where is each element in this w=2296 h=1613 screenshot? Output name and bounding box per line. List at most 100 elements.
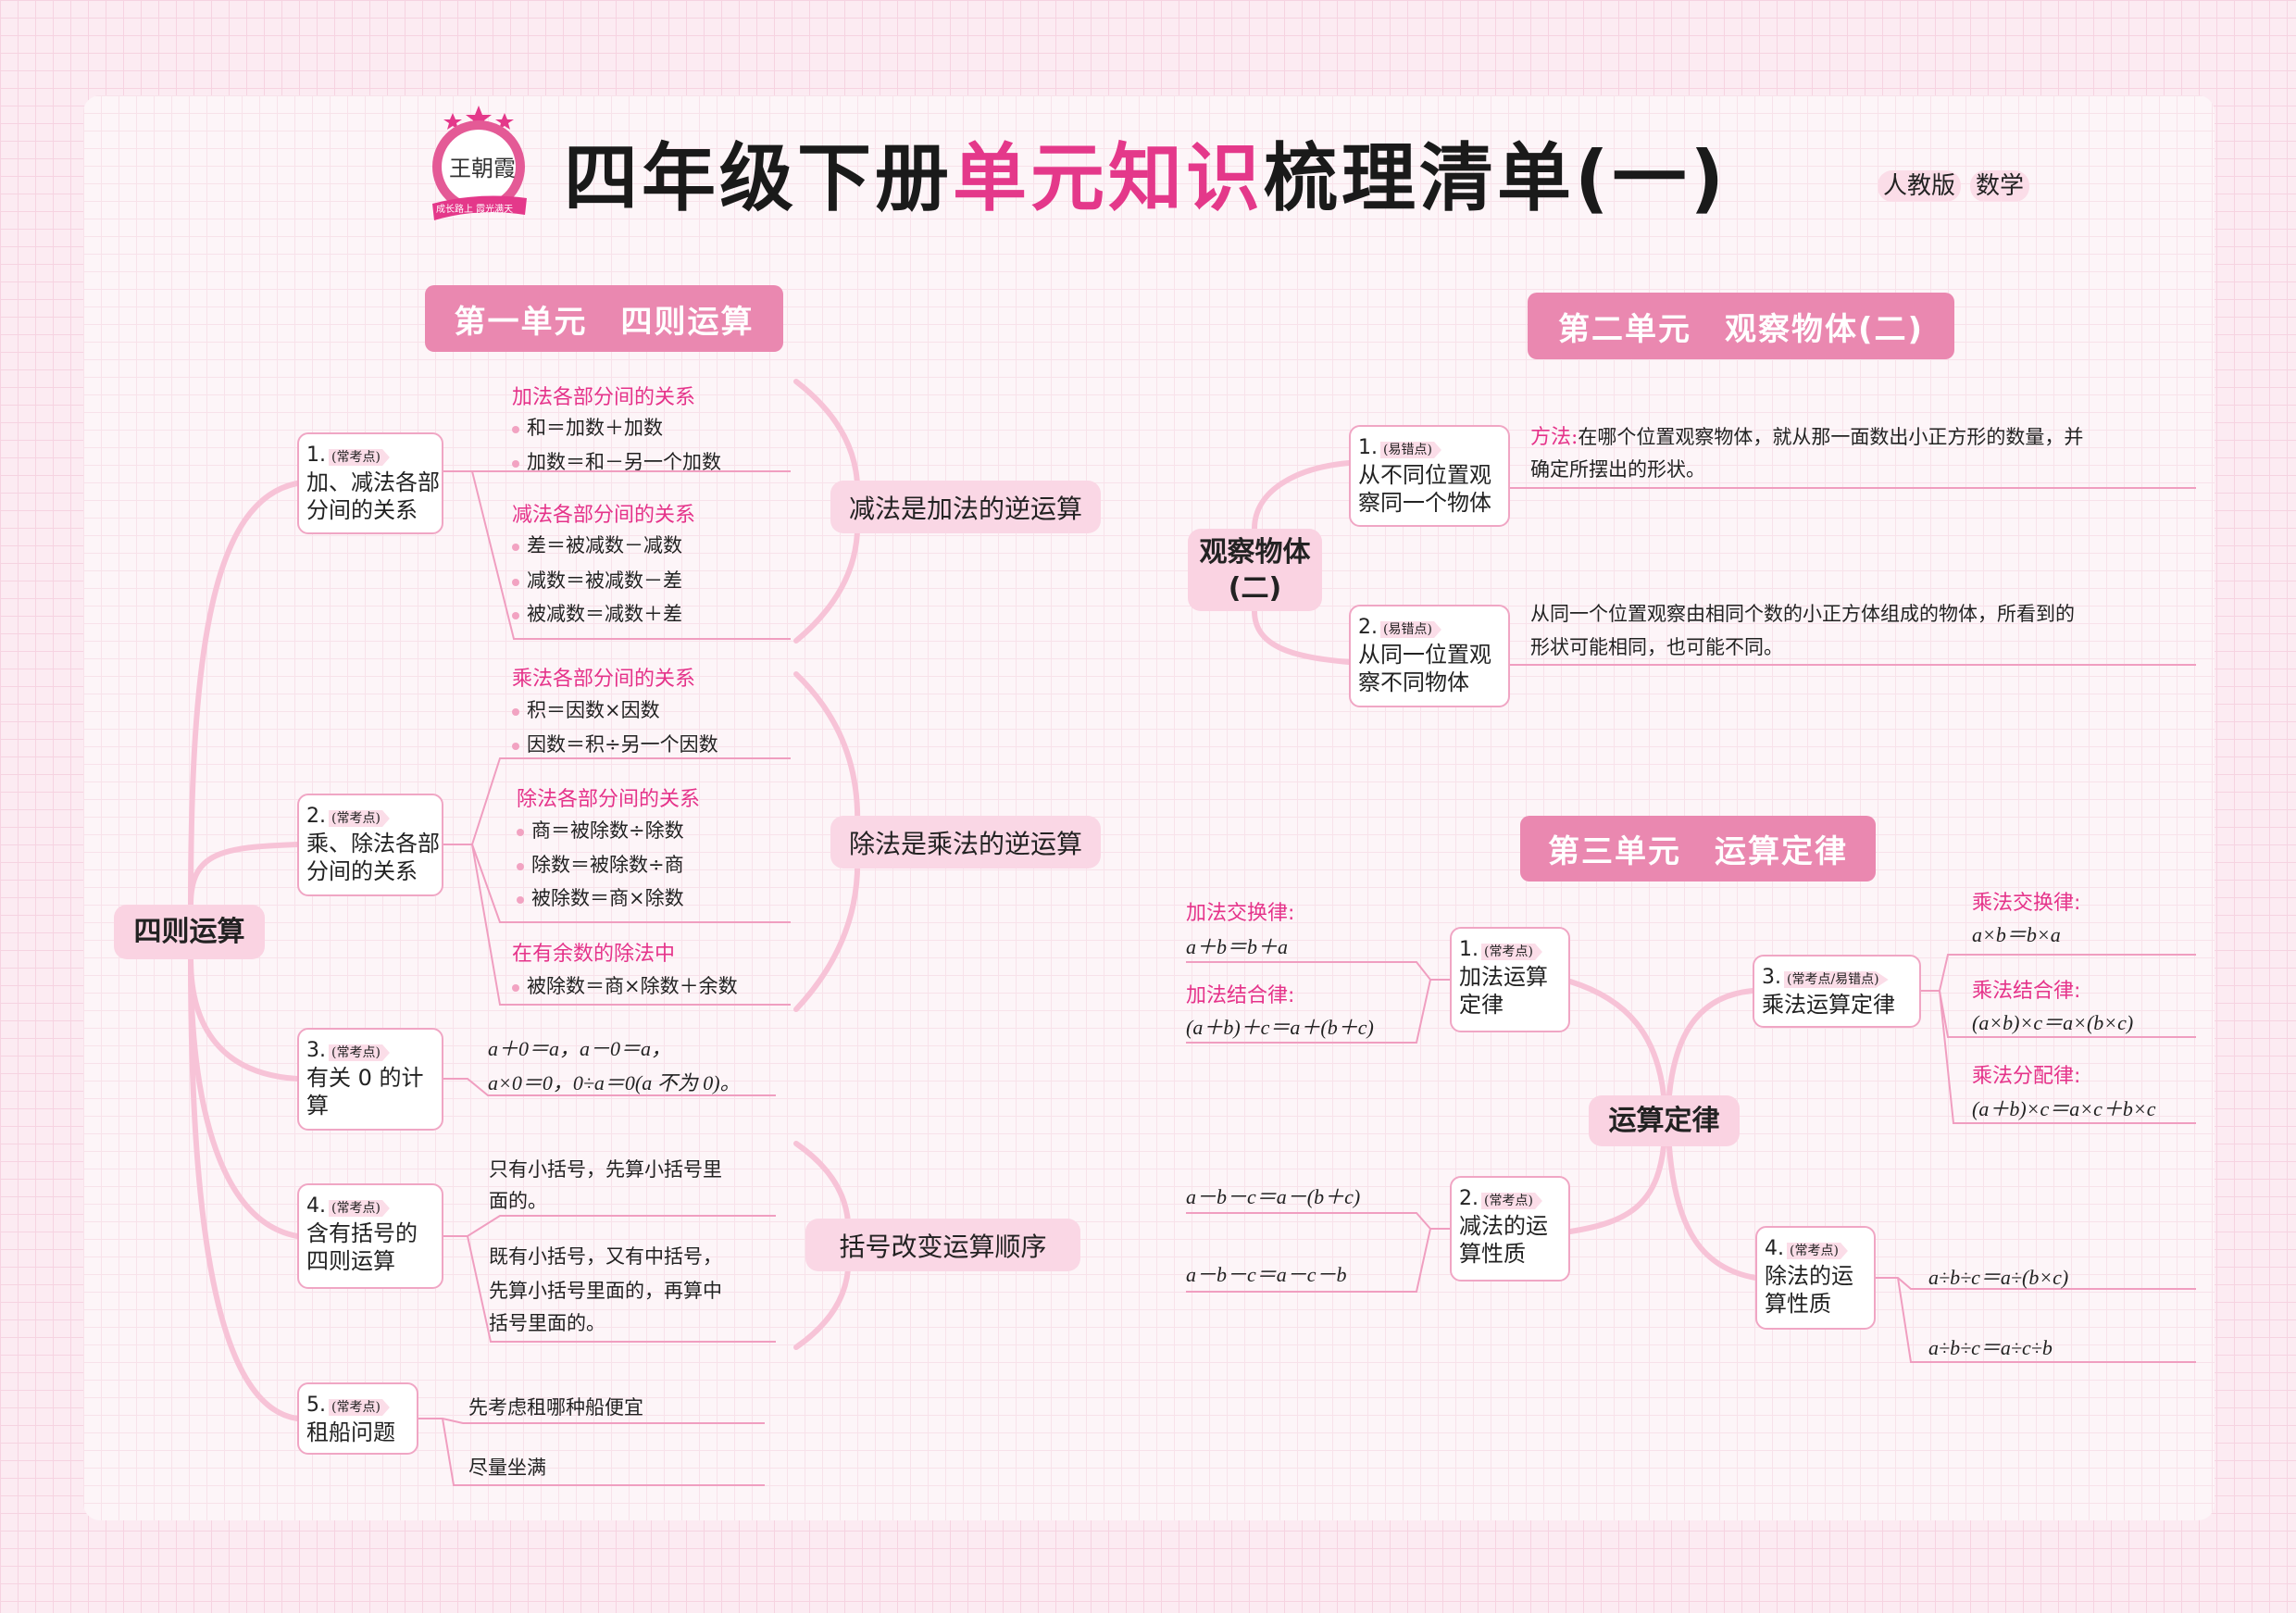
mul-assoc-title: 乘法结合律:	[1972, 980, 2081, 1003]
node-tag: (常考点)	[329, 810, 390, 827]
title-highlight: 单元知识	[953, 135, 1264, 221]
edition: 人教版	[1878, 170, 1962, 202]
zero-rule: a＋0＝a，a－0＝a，	[488, 1037, 672, 1060]
sub-relation-item: 差＝被减数－减数	[512, 531, 682, 558]
unit1-node-3: 3.(常考点)有关 0 的计算	[297, 1028, 443, 1131]
add-relation-item: 和＝加数＋加数	[512, 413, 663, 441]
unit1-node-5: 5.(常考点)租船问题	[297, 1382, 418, 1455]
paren-rule: 只有小括号，先算小括号里	[489, 1158, 722, 1181]
node-label: 加、减法各部	[306, 469, 440, 495]
add-comm-formula: a＋b＝b＋a	[1186, 935, 1289, 958]
same-position-text: 形状可能相同，也可能不同。	[1530, 636, 1783, 658]
node-label: 从同一位置观	[1358, 641, 1491, 668]
div-relation-title: 除法各部分间的关系	[517, 788, 701, 811]
sub-relation-item: 被减数＝减数＋差	[512, 599, 682, 627]
mul-comm-formula: a×b＝b×a	[1972, 923, 2061, 946]
logo-ribbon: 成长路上 霞光满天	[436, 205, 514, 215]
unit1-node-4: 4.(常考点) 含有括号的四则运算	[297, 1183, 443, 1289]
add-assoc-title: 加法结合律:	[1186, 984, 1295, 1007]
add-assoc-formula: (a＋b)＋c＝a＋(b＋c)	[1186, 1016, 1374, 1039]
node-number: 1.	[1358, 436, 1378, 459]
node-tag: (常考点/易错点)	[1784, 971, 1889, 988]
sub-relation-item: 减数＝被减数－差	[512, 566, 682, 594]
add-relation-title: 加法各部分间的关系	[512, 386, 696, 409]
node-number: 4.	[1765, 1237, 1784, 1260]
logo-name: 王朝霞	[449, 156, 516, 181]
remainder-title: 在有余数的除法中	[512, 943, 676, 966]
unit1-root: 四则运算	[114, 905, 265, 959]
unit3-banner: 第三单元 运算定律	[1520, 816, 1876, 882]
unit3-node-4: 4.(常考点) 除法的运算性质	[1755, 1226, 1876, 1330]
paren-rule: 先算小括号里面的，再算中	[489, 1280, 722, 1302]
method-line: 确定所摆出的形状。	[1530, 458, 1705, 481]
sub-property: a－b－c＝a－c－b	[1186, 1263, 1347, 1286]
unit1-node-2: 2.(常考点) 乘、除法各部分间的关系	[297, 794, 443, 896]
logo-emblem-icon	[432, 106, 527, 220]
title-part1: 四年级下册	[564, 135, 953, 221]
node-tag: (常考点)	[1481, 1193, 1542, 1209]
node-label: 察不同物体	[1358, 669, 1469, 695]
remainder-item: 被除数＝商×除数＋余数	[512, 971, 738, 999]
node-label: 除法的运	[1765, 1262, 1853, 1289]
add-relation-item: 加数＝和－另一个加数	[512, 447, 721, 475]
unit2-banner: 第二单元 观察物体(二)	[1528, 293, 1954, 359]
method-label: 方法:	[1530, 426, 1578, 449]
node-number: 2.	[306, 805, 326, 828]
node-label: 乘、除法各部	[306, 830, 440, 857]
node-tag: (易错点)	[1380, 442, 1441, 458]
node-label: 察同一个物体	[1358, 489, 1491, 516]
boat-rule: 尽量坐满	[468, 1457, 546, 1479]
node-number: 4.	[306, 1194, 326, 1218]
node-tag: (常考点)	[329, 1200, 390, 1217]
page-title: 四年级下册单元知识梳理清单(一)	[564, 119, 1728, 226]
branch-div-inverse: 除法是乘法的逆运算	[830, 816, 1101, 869]
unit2-node-1: 1.(易错点) 从不同位置观察同一个物体	[1349, 425, 1510, 527]
div-relation-item: 除数＝被除数÷商	[517, 850, 684, 878]
node-number: 2.	[1358, 616, 1378, 639]
node-number: 3.	[306, 1039, 326, 1062]
node-label: 加法运算	[1459, 963, 1548, 990]
unit3-node-2: 2.(常考点)减法的运算性质	[1450, 1176, 1570, 1282]
mul-relation-title: 乘法各部分间的关系	[512, 668, 696, 691]
unit1-banner: 第一单元 四则运算	[425, 285, 783, 352]
node-tag: (常考点)	[329, 449, 390, 466]
node-label: 从不同位置观	[1358, 461, 1491, 488]
node-number: 2.	[1459, 1187, 1479, 1210]
node-label: 四则运算	[306, 1247, 395, 1274]
sub-property: a－b－c＝a－(b＋c)	[1186, 1185, 1361, 1208]
mul-relation-item: 积＝因数×因数	[512, 695, 660, 723]
paren-rule: 括号里面的。	[489, 1312, 605, 1334]
mul-dist-title: 乘法分配律:	[1972, 1065, 2081, 1088]
unit2-node-2: 2.(易错点)从同一位置观察不同物体	[1349, 605, 1510, 707]
edition-label: 人教版数学	[1878, 167, 2039, 202]
paren-rule: 既有小括号，又有中括号，	[489, 1245, 722, 1268]
title-part2: 梳理清单(一)	[1264, 135, 1728, 221]
method-text: 方法:在哪个位置观察物体，就从那一面数出小正方形的数量，并	[1530, 420, 2083, 450]
node-tag: (常考点)	[1481, 944, 1542, 960]
node-label: 分间的关系	[306, 857, 418, 884]
div-property: a÷b÷c＝a÷(b×c)	[1928, 1266, 2069, 1289]
node-label: 乘法运算定律	[1762, 991, 1895, 1018]
node-number: 5.	[306, 1394, 326, 1417]
node-tag: (常考点)	[1787, 1243, 1848, 1259]
node-label: 定律	[1459, 991, 1504, 1018]
subject: 数学	[1970, 170, 2030, 202]
div-relation-item: 被除数＝商×除数	[517, 883, 684, 911]
node-tag: (常考点)	[329, 1399, 390, 1416]
div-relation-item: 商＝被除数÷除数	[517, 816, 684, 844]
brand-logo: 王朝霞 成长路上 霞光满天	[423, 104, 534, 224]
node-number: 3.	[1762, 966, 1781, 989]
paren-rule: 面的。	[489, 1190, 547, 1212]
sub-relation-title: 减法各部分间的关系	[512, 504, 696, 527]
unit1-node-1: 1.(常考点)加、减法各部分间的关系	[297, 432, 443, 534]
node-label: 算	[306, 1092, 329, 1119]
branch-sub-inverse: 减法是加法的逆运算	[830, 481, 1101, 533]
node-label: 算性质	[1459, 1240, 1526, 1267]
node-label: 含有括号的	[306, 1219, 418, 1246]
unit3-node-3: 3.(常考点/易错点) 乘法运算定律	[1753, 955, 1921, 1028]
boat-rule: 先考虑租哪种船便宜	[468, 1396, 643, 1419]
same-position-text: 从同一个位置观察由相同个数的小正方体组成的物体，所看到的	[1530, 603, 2075, 625]
node-label: 算性质	[1765, 1290, 1831, 1317]
mul-relation-item: 因数＝积÷另一个因数	[512, 730, 718, 757]
node-tag: (常考点)	[329, 1044, 390, 1061]
